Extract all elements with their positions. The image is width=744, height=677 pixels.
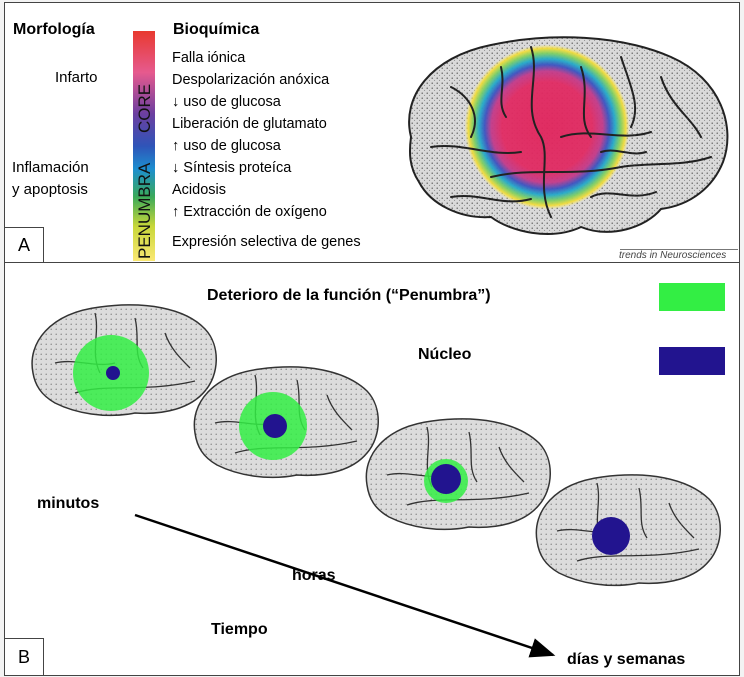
legend-core-label: Núcleo [418, 346, 472, 363]
brain-illustration-large [408, 36, 729, 235]
biochem-item-9: Expresión selectiva de genes [172, 234, 361, 250]
biochem-item-6: ↓ Síntesis proteíca [172, 160, 292, 176]
time-arrow [134, 513, 556, 658]
biochem-item-1: Falla iónica [172, 50, 246, 66]
infarct-label: Infarto [55, 69, 98, 86]
biochem-item-5: ↑ uso de glucosa [172, 138, 281, 154]
biochem-item-3: ↓ uso de glucosa [172, 94, 281, 110]
brain-days-weeks [535, 474, 721, 587]
time-axis-label: Tiempo [211, 621, 268, 638]
brain-minutes [31, 304, 217, 417]
bar-penumbra-label: PENUMBRA [135, 162, 154, 259]
brain-hours-late [365, 418, 551, 531]
biochem-item-2: Despolarización anóxica [172, 72, 330, 88]
panel-a: Morfología Bioquímica Infarto Inflamació… [4, 2, 740, 263]
time-days-weeks-label: días y semanas [567, 651, 686, 668]
panel-b-label: B [5, 638, 44, 675]
infarct-core-penumbra-zone [465, 45, 629, 209]
core-penumbra-gradient-bar [133, 31, 155, 261]
credit-text: trends in Neurosciences [619, 250, 727, 261]
brain-sulci [430, 46, 712, 218]
brain-hours-early [193, 366, 379, 479]
panel-a-label: A [5, 227, 44, 262]
legend-penumbra-label: Deterioro de la función (“Penumbra”) [207, 287, 491, 304]
biochem-item-4: Liberación de glutamato [172, 116, 327, 132]
brain-time-series [31, 304, 721, 658]
panel-b: Deterioro de la función (“Penumbra”) Núc… [4, 262, 740, 676]
legend-core-swatch [659, 347, 725, 375]
biochem-item-7: Acidosis [172, 182, 226, 198]
time-minutes-label: minutos [37, 495, 100, 512]
bar-core-label: CORE [135, 84, 154, 133]
credit-rule [620, 249, 738, 250]
legend-penumbra-swatch [659, 283, 725, 311]
time-hours-label: horas [292, 567, 336, 584]
morphology-header: Morfología [13, 21, 95, 38]
gradient-bar-labels: CORE PENUMBRA [135, 84, 154, 259]
biochemistry-header: Bioquímica [173, 21, 260, 38]
inflammation-label-line1: Inflamación [12, 159, 89, 176]
biochem-item-8: ↑ Extracción de oxígeno [172, 204, 327, 220]
inflammation-label-line2: y apoptosis [12, 181, 88, 198]
